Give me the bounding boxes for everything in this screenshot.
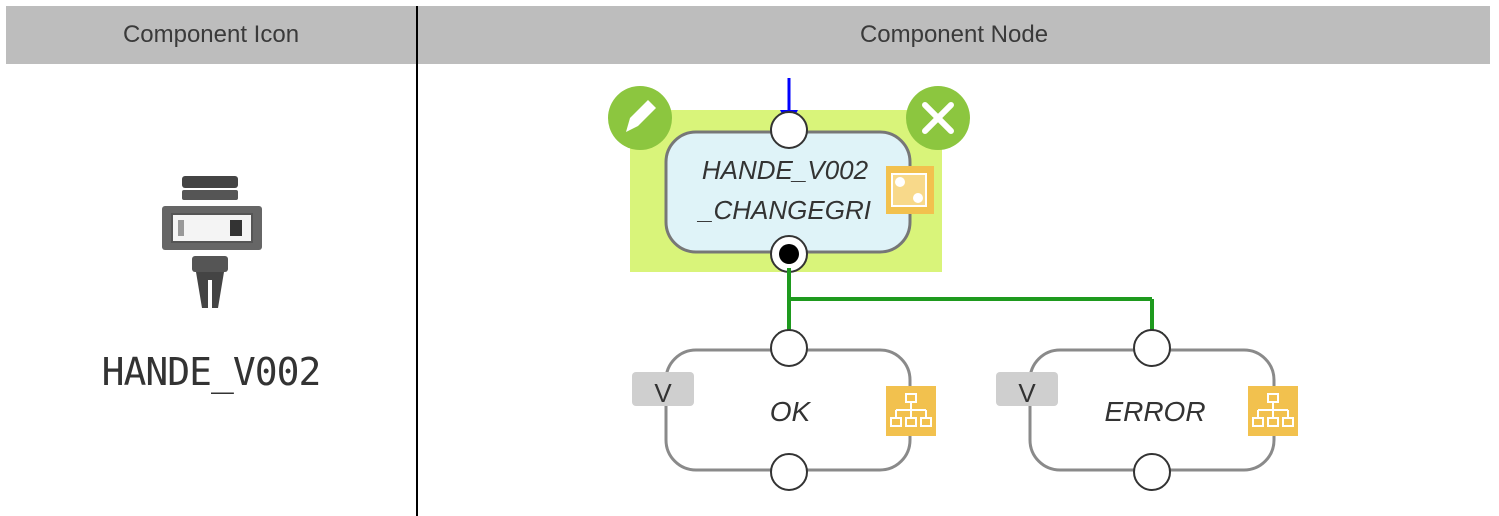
component-node-diagram [608, 78, 1298, 491]
ok-variable-badge [632, 372, 694, 406]
column-divider [416, 6, 418, 516]
error-node-label: ERROR [1104, 396, 1206, 427]
hierarchy-icon[interactable] [886, 386, 936, 436]
error-variable-badge-label: V [1018, 378, 1036, 408]
error-input-port[interactable] [1133, 329, 1171, 367]
close-icon [922, 102, 954, 134]
hierarchy-icon[interactable] [1248, 386, 1298, 436]
error-output-port[interactable] [1133, 453, 1171, 491]
input-port[interactable] [770, 111, 808, 149]
main-node-title-line2: _CHANGEGRI [699, 195, 871, 225]
main-node-title-line1: HANDE_V002 [701, 155, 869, 185]
ok-output-port[interactable] [770, 453, 808, 491]
component-icon-label: HANDE_V002 [101, 350, 322, 394]
delete-button[interactable] [906, 86, 970, 150]
edit-button[interactable] [608, 86, 672, 150]
table-header: Component Icon Component Node [6, 6, 1490, 64]
output-connectors [778, 268, 1163, 354]
output-port-center [779, 244, 799, 264]
header-component-node: Component Node [859, 21, 1049, 48]
error-variable-badge [996, 372, 1058, 406]
gripper-device-icon[interactable] [150, 168, 270, 318]
ok-variable-badge-label: V [654, 378, 672, 408]
ok-node-label: OK [769, 396, 811, 427]
header-component-icon: Component Icon [122, 21, 300, 48]
component-settings-icon[interactable] [886, 166, 934, 214]
pencil-icon [626, 100, 656, 132]
ok-input-port[interactable] [770, 329, 808, 367]
